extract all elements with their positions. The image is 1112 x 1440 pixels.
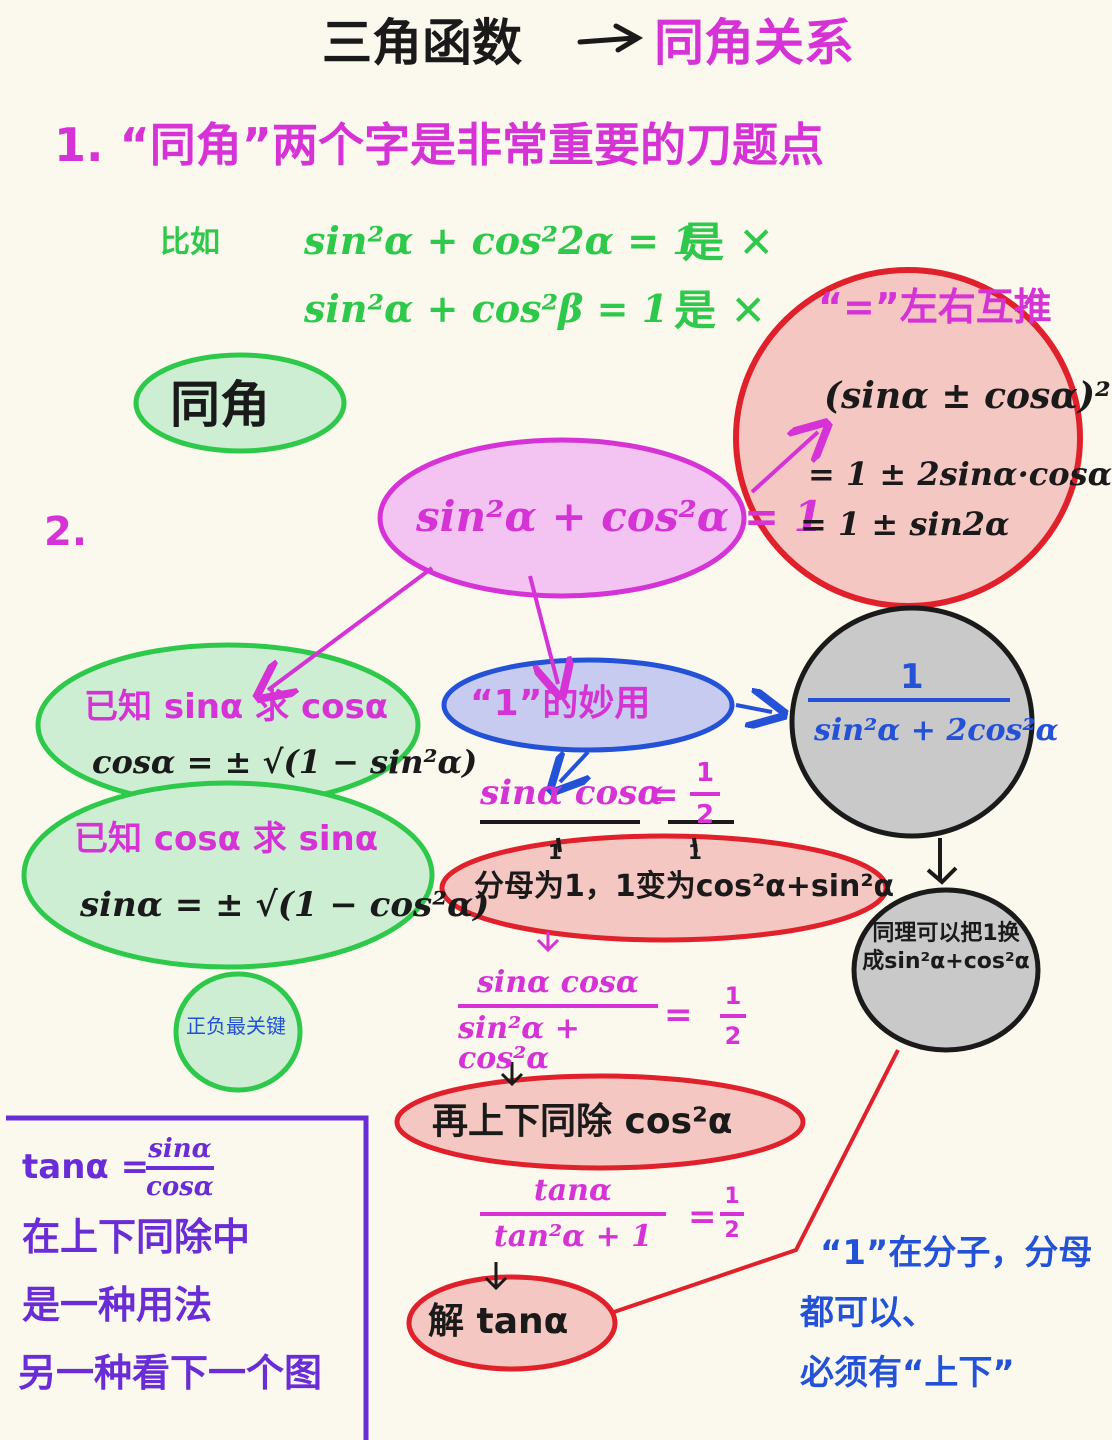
bottom-note-line3: 必须有“上下”: [800, 1353, 1015, 1393]
center-identity: sin²α + cos²α = 1: [416, 492, 823, 541]
square-note-step2: = 1 ± sin2α: [800, 505, 1010, 543]
known-cos-title: 已知 cosα 求 sinα: [74, 819, 379, 859]
given-fraction-bar: [690, 792, 720, 796]
box-line1: 在上下同除中: [22, 1215, 251, 1259]
fraction1-rden: 2: [724, 1022, 742, 1050]
divide-step: 再上下同除 cos²α: [432, 1101, 733, 1142]
arrow-to-gray-fraction: [735, 705, 772, 712]
fraction2-rnum: 1: [724, 1184, 740, 1209]
point1-example2-verdict: 是 ✕: [674, 286, 766, 335]
arrow-to-known-sin: [268, 566, 434, 690]
given-den: 2: [695, 800, 715, 830]
given-underline: [480, 820, 734, 853]
arrow-to-one-trick: [528, 575, 558, 684]
solve-tan: 解 tanα: [428, 1301, 569, 1342]
point1-label: 比如: [160, 225, 220, 260]
fraction2-eq: =: [688, 1197, 717, 1237]
arrow-to-given: [560, 750, 588, 782]
bottom-note-line1: “1”在分子，分母: [820, 1233, 1093, 1273]
gray-fraction-denominator: sin²α + 2cos²α: [814, 713, 1059, 748]
fraction1-eq: =: [664, 995, 693, 1035]
fraction1-rhs: 1 2: [720, 984, 746, 1048]
known-sin-formula: cosα = ± √(1 − sin²α): [92, 743, 478, 781]
box-line2: 是一种用法: [22, 1283, 213, 1327]
gray-note-shape: [851, 887, 1041, 1053]
divide-step-shape: [394, 1073, 806, 1171]
fraction2-rden: 2: [724, 1218, 740, 1243]
fraction1-bar: [458, 1004, 658, 1008]
known-cos-shape: [21, 780, 435, 970]
given-eq: =: [650, 775, 679, 815]
gray-fraction-shape: [789, 605, 1035, 839]
title-topic: 同角关系: [654, 14, 854, 72]
fraction2-den: tan²α + 1: [493, 1219, 653, 1254]
arrow-gray-down: [926, 838, 958, 885]
one-trick-shape: [441, 657, 735, 753]
known-cos-formula: sinα = ± √(1 − cos²α): [80, 885, 490, 925]
point1-example2: sin²α + cos²β = 1: [304, 286, 669, 331]
box-tan-den: cosα: [146, 1172, 214, 1202]
tan-box-frame: [6, 1115, 369, 1440]
box-tan-fraction: sinα cosα: [146, 1136, 214, 1200]
box-tan-bar: [146, 1166, 214, 1170]
point1-example1: sin²α + cos²2α = 1: [304, 218, 699, 263]
sign-key: 正负最关键: [186, 1014, 286, 1038]
point2-label: 2.: [44, 509, 88, 555]
square-note-heading: “=”左右互推: [818, 285, 1052, 329]
gray-fraction-numerator: 1: [900, 657, 924, 697]
given-lhs: sinα cosα: [480, 773, 664, 813]
one-trick: “1”的妙用: [470, 683, 651, 724]
given-under-right: 1: [688, 840, 702, 864]
arrow-to-solve: [484, 1262, 508, 1291]
arrow-to-square-note: [750, 432, 818, 494]
fraction1-rnum: 1: [724, 982, 742, 1010]
fraction2-rhs: 1 2: [720, 1186, 744, 1242]
denominator-step: 分母为1，1变为cos²α+sin²α: [474, 869, 895, 904]
fraction2-num: tanα: [533, 1173, 613, 1208]
arrow-to-divide: [500, 1062, 524, 1087]
box-tan-num: sinα: [148, 1134, 212, 1164]
box-tan-lhs: tanα =: [22, 1147, 150, 1187]
title-prefix: 三角函数: [322, 14, 522, 72]
box-line3: 另一种看下一个图: [18, 1351, 323, 1395]
title-arrow-shape: [577, 23, 644, 53]
point1-heading: 1. “同角”两个字是非常重要的刀题点: [54, 118, 824, 172]
fraction2-bar: [480, 1212, 666, 1216]
fraction1-rhs-bar: [720, 1014, 746, 1018]
same-angle-bubble: 同角: [170, 376, 270, 434]
fraction2: tanα tan²α + 1: [480, 1176, 666, 1252]
bottom-note-line2: 都可以、: [800, 1293, 936, 1333]
given-under-left: 1: [548, 840, 562, 864]
red-connector-line: [613, 1049, 900, 1314]
fraction1-num: sinα cosα: [477, 965, 639, 1000]
fraction2-rhs-bar: [720, 1212, 744, 1216]
center-identity-shape: [377, 437, 747, 599]
diagram-canvas: [6, 23, 1083, 1440]
point1-example1-verdict: 是 ✕: [682, 218, 774, 267]
given-fraction: 1 2: [690, 760, 720, 828]
gray-note: 同理可以把1换成sin²α+cos²α: [862, 921, 1030, 974]
fraction1: sinα cosα sin²α + cos²α: [458, 968, 658, 1074]
denominator-step-shape: [439, 833, 889, 943]
sign-key-shape: [173, 971, 303, 1093]
same-angle-bubble-shape: [133, 352, 347, 454]
given-num: 1: [695, 758, 715, 788]
known-sin-title: 已知 sinα 求 cosα: [84, 687, 389, 727]
square-note-expr: (sinα ± cosα)²: [824, 375, 1111, 417]
solve-shape: [406, 1274, 618, 1372]
arrow-to-fraction1: [536, 932, 560, 953]
square-note-step1: = 1 ± 2sinα·cosα: [808, 455, 1112, 493]
fraction1-den: sin²α + cos²α: [458, 1011, 580, 1076]
